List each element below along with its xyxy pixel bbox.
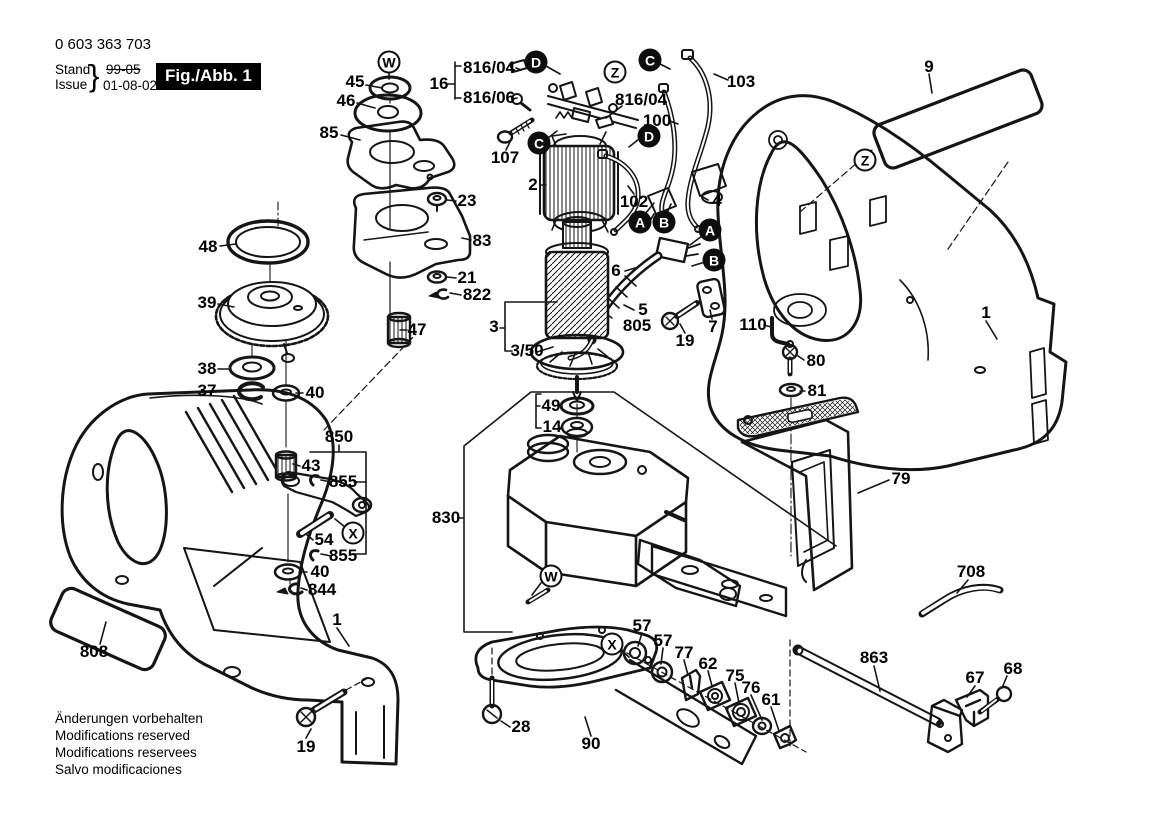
part-107-screw-drawing (496, 117, 535, 144)
part-110-pin-drawing (770, 316, 794, 348)
part-830-gearbox-drawing (463, 391, 837, 633)
figure-label: Fig./Abb. 1 (156, 63, 261, 90)
issue-label: Issue (55, 77, 88, 92)
issue-value: 01-08-02 (103, 78, 158, 93)
part-102-cable-drawing (597, 149, 641, 236)
legal-footer: Änderungen vorbehalten Modifications res… (55, 710, 203, 778)
part-80-screw-drawing (781, 343, 799, 377)
part-2-stator-drawing (539, 131, 619, 233)
switch-assembly-drawing (509, 59, 639, 129)
part-47-bushing-drawing (386, 311, 412, 349)
footer-line-es: Salvo modificaciones (55, 762, 182, 777)
part-1-right-housing-drawing (706, 94, 1068, 472)
part-85-plate-drawing (346, 120, 456, 190)
stand-value-struck: 99-05 (106, 62, 141, 77)
part-9-strip-drawing (799, 68, 1044, 253)
part-39-gear-drawing (214, 281, 330, 363)
part-19-screw-right-drawing (660, 300, 700, 331)
part-48-o-ring-drawing (226, 201, 310, 291)
stand-issue-brace: } (89, 58, 100, 93)
part-14-washer-drawing (535, 393, 594, 438)
part-822-clip-drawing (428, 288, 450, 300)
footer-line-en: Modifications reserved (55, 728, 191, 743)
parts-row-57-61-drawing (617, 639, 807, 753)
part-19-screw-left-drawing (295, 677, 369, 728)
part-37-circlip-drawing (237, 381, 265, 402)
part-67-clamp-drawing (954, 688, 990, 728)
part-850-crank-assembly-drawing (280, 444, 373, 562)
type-number: 0 603 363 703 (55, 36, 151, 53)
part-808-strip-drawing (49, 586, 167, 672)
footer-line-fr: Modifications reservees (55, 745, 197, 760)
part-21-washer-drawing (426, 270, 448, 284)
part-68-screw-drawing (977, 685, 1013, 715)
part-103-cable-drawing (681, 49, 713, 233)
part-28-screw-drawing (481, 647, 503, 725)
part-100-cable-drawing (658, 83, 678, 215)
part-90-foot-plate-drawing (474, 625, 758, 766)
part-7-clamp-drawing (696, 277, 726, 319)
support-plate-drawing (650, 544, 788, 618)
part-38-washer-drawing (228, 355, 276, 381)
part-844-clip-drawing (276, 582, 304, 596)
part-83-bearing-plate-drawing (352, 186, 472, 279)
part-23-washer-drawing (426, 191, 448, 212)
part-708-hex-key-drawing (918, 583, 1004, 618)
bracket-16-drawing (447, 61, 462, 100)
part-40-washer-bottom-drawing (273, 563, 303, 581)
part-863-rod-drawing (792, 644, 964, 754)
part-79-bracket-drawing (736, 396, 860, 592)
part-3-armature-drawing (499, 216, 625, 453)
part-1-left-housing-drawing (60, 333, 417, 766)
stand-label: Stand (55, 62, 91, 77)
leader-lines (99, 63, 1008, 739)
footer-line-de: Änderungen vorbehalten (55, 711, 203, 726)
